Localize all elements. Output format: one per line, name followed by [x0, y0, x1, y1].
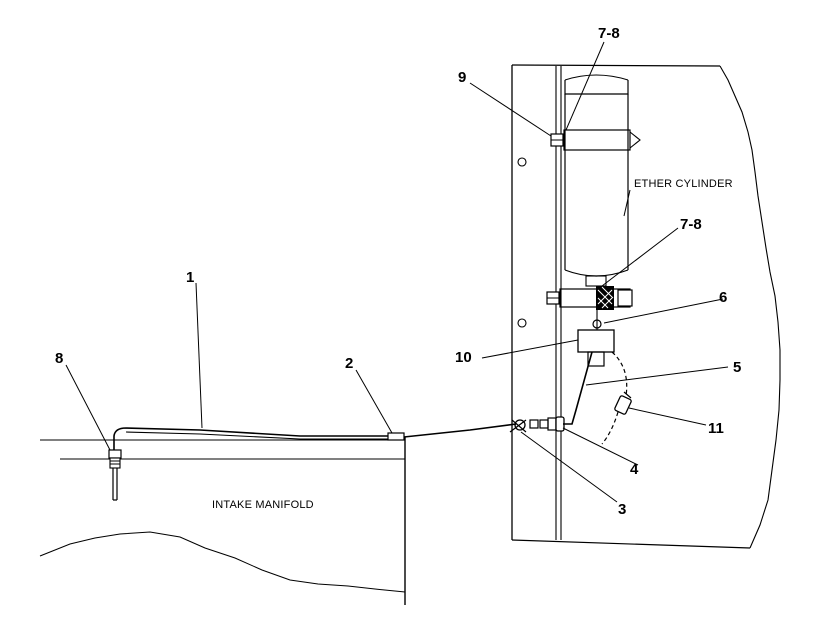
leader-lines — [65, 41, 729, 503]
callout-1: 1 — [186, 269, 194, 286]
intake-manifold-label: INTAKE MANIFOLD — [212, 499, 314, 511]
line-connector — [387, 432, 405, 441]
callout-labels: 1 2 3 4 5 6 7-8 7-8 8 9 10 11 — [55, 25, 741, 518]
valve-body — [577, 329, 615, 353]
intake-manifold — [39, 437, 406, 605]
plate-hole-upper — [517, 157, 527, 167]
atomizer — [108, 449, 122, 501]
callout-7-8-upper: 7-8 — [598, 25, 620, 42]
callout-10: 10 — [455, 349, 472, 366]
callout-11: 11 — [708, 420, 724, 437]
plate-hole-lower — [517, 318, 527, 328]
cylinder-clamp-upper — [563, 129, 631, 151]
callout-5: 5 — [733, 359, 741, 376]
clamp-nut-lower — [617, 289, 633, 307]
callout-7-8-lower: 7-8 — [680, 216, 702, 233]
ether-cylinder — [550, 74, 641, 277]
valve-bracket-assembly — [546, 275, 633, 367]
callout-2: 2 — [345, 355, 353, 372]
callout-9: 9 — [458, 69, 466, 86]
line-clip — [514, 419, 526, 431]
component-captions: ETHER CYLINDER INTAKE MANIFOLD — [212, 178, 733, 511]
ether-lines — [113, 351, 632, 452]
bulkhead-fitting — [555, 416, 565, 432]
callout-4: 4 — [630, 461, 639, 478]
callout-6: 6 — [719, 289, 727, 306]
ether-cylinder-label: ETHER CYLINDER — [634, 178, 733, 190]
callout-8: 8 — [55, 350, 63, 367]
callout-3: 3 — [618, 501, 626, 518]
hose-fitting — [614, 395, 632, 415]
